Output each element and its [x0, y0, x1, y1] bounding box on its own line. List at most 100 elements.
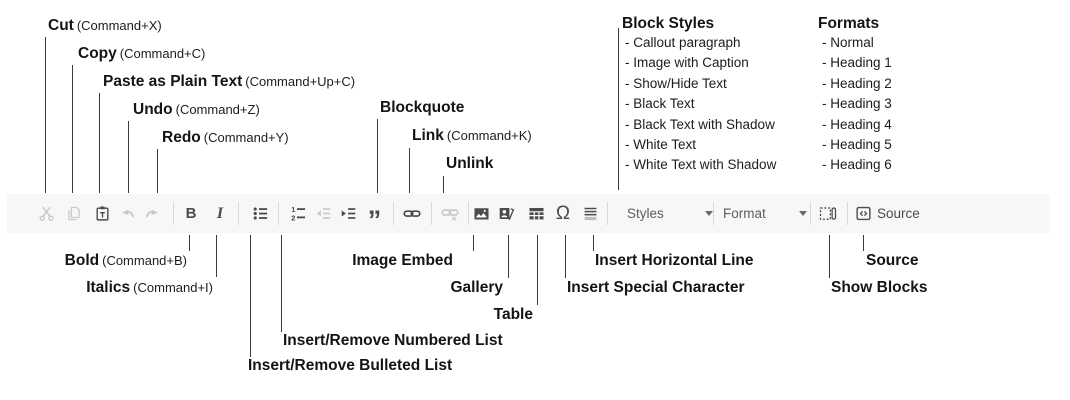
image-icon: [473, 208, 489, 220]
toolbar-separator: [607, 202, 608, 225]
annotation-link: Link(Command+K): [412, 127, 532, 145]
paste-icon: [95, 206, 109, 221]
bulleted-list-icon: [253, 207, 267, 220]
annotation-unlink-label: Unlink: [446, 155, 494, 172]
toolbar-separator: [847, 202, 848, 225]
annotation-numbered-list: Insert/Remove Numbered List: [283, 332, 503, 350]
italic-icon: I: [216, 204, 224, 222]
bold-button[interactable]: B: [177, 198, 205, 229]
pointer-line-undo: [128, 121, 129, 193]
format-item: - Heading 4: [822, 116, 892, 132]
link-icon: [403, 210, 421, 217]
block-style-item: - Callout paragraph: [625, 35, 741, 50]
pointer-line-bold: [189, 235, 190, 251]
annotation-unlink: Unlink: [446, 155, 493, 173]
pointer-line-paste: [99, 93, 100, 193]
annotation-gallery-label: Gallery: [450, 279, 503, 296]
pointer-line-special-character: [565, 235, 566, 278]
toolbar-separator: [238, 202, 239, 225]
horizontal-line-button[interactable]: [576, 198, 604, 229]
annotation-cut-label: Cut: [48, 17, 74, 34]
source-icon: [856, 206, 871, 221]
table-button[interactable]: [522, 198, 550, 229]
copy-icon: [67, 206, 80, 221]
annotation-source-label: Source: [866, 252, 919, 269]
annotation-link-label: Link: [412, 127, 444, 144]
annotation-gallery: Gallery: [450, 279, 503, 297]
pointer-line-italics: [216, 235, 217, 277]
indent-button[interactable]: [334, 198, 362, 229]
pointer-line-blockquote: [377, 119, 378, 193]
show-blocks-button[interactable]: [814, 198, 842, 229]
annotation-italics-shortcut: (Command+I): [133, 280, 213, 295]
pointer-line-cut: [45, 37, 46, 193]
toolbar-separator: [278, 202, 279, 225]
source-button[interactable]: Source: [855, 198, 920, 229]
format-item: - Normal: [822, 35, 874, 50]
annotation-blockquote-label: Blockquote: [380, 99, 465, 116]
show-blocks-icon: [819, 207, 837, 220]
annotation-cut: Cut(Command+X): [48, 17, 162, 35]
pointer-line-unlink: [443, 176, 444, 193]
cut-button[interactable]: [32, 198, 60, 229]
annotation-bold: Bold(Command+B): [65, 252, 187, 270]
italic-button[interactable]: I: [206, 198, 234, 229]
special-character-button[interactable]: Ω: [549, 198, 577, 229]
pointer-line-table: [537, 235, 538, 305]
table-icon: [528, 207, 544, 220]
format-dropdown-label: Format: [723, 206, 766, 221]
block-style-item: - Image with Caption: [625, 55, 749, 71]
paste-plain-text-button[interactable]: [88, 198, 116, 229]
annotation-copy-label: Copy: [78, 45, 117, 62]
blockquote-button[interactable]: ”: [360, 198, 388, 235]
toolbar-separator: [431, 202, 432, 225]
format-item: - Heading 6: [822, 157, 892, 173]
outdent-button[interactable]: [309, 198, 337, 229]
format-dropdown[interactable]: Format: [717, 198, 807, 229]
format-item: - Heading 3: [822, 96, 892, 112]
annotation-image-embed: Image Embed: [352, 252, 453, 270]
unlink-button[interactable]: [436, 198, 464, 229]
format-item: - Heading 1: [822, 55, 892, 71]
link-button[interactable]: [398, 198, 426, 229]
cut-icon: [38, 206, 54, 221]
annotation-paste-shortcut: (Command+Up+C): [245, 74, 356, 89]
omega-icon: Ω: [555, 202, 571, 224]
block-style-item: - Show/Hide Text: [625, 75, 727, 91]
annotation-redo-shortcut: (Command+Y): [203, 130, 289, 145]
annotation-formats-panel: Formats - Normal - Heading 1 - Heading 2…: [818, 15, 892, 176]
undo-button[interactable]: [113, 198, 141, 229]
pointer-line-block-styles: [618, 28, 619, 190]
pointer-line-show-blocks: [829, 235, 830, 278]
annotation-image-embed-label: Image Embed: [352, 252, 453, 269]
annotation-numbered-list-label: Insert/Remove Numbered List: [283, 332, 503, 349]
annotation-bulleted-list-label: Insert/Remove Bulleted List: [248, 357, 453, 374]
annotation-copy-shortcut: (Command+C): [119, 46, 206, 61]
pointer-line-numbered-list: [281, 235, 282, 332]
copy-button[interactable]: [59, 198, 87, 229]
bulleted-list-button[interactable]: [246, 198, 274, 229]
annotation-source: Source: [866, 252, 919, 270]
annotation-horizontal-line: Insert Horizontal Line: [595, 252, 753, 270]
styles-dropdown[interactable]: Styles: [619, 198, 713, 229]
styles-dropdown-label: Styles: [627, 206, 664, 221]
annotation-italics: Italics(Command+I): [86, 279, 213, 297]
toolbar-separator: [173, 202, 174, 225]
chevron-down-icon: [705, 211, 713, 216]
svg-text:2: 2: [291, 213, 295, 222]
horizontal-line-icon: [584, 207, 596, 221]
image-button[interactable]: [467, 198, 495, 229]
block-style-item: - White Text with Shadow: [625, 157, 777, 173]
annotation-redo-label: Redo: [162, 129, 201, 146]
annotation-blockquote: Blockquote: [380, 99, 464, 117]
pointer-line-copy: [72, 65, 73, 193]
annotation-bulleted-list: Insert/Remove Bulleted List: [248, 357, 452, 375]
bold-icon: B: [185, 205, 197, 222]
annotation-special-character-label: Insert Special Character: [567, 279, 745, 296]
annotation-bold-shortcut: (Command+B): [102, 253, 187, 268]
annotation-italics-label: Italics: [86, 279, 131, 296]
gallery-button[interactable]: [493, 198, 521, 229]
redo-button[interactable]: [138, 198, 166, 229]
